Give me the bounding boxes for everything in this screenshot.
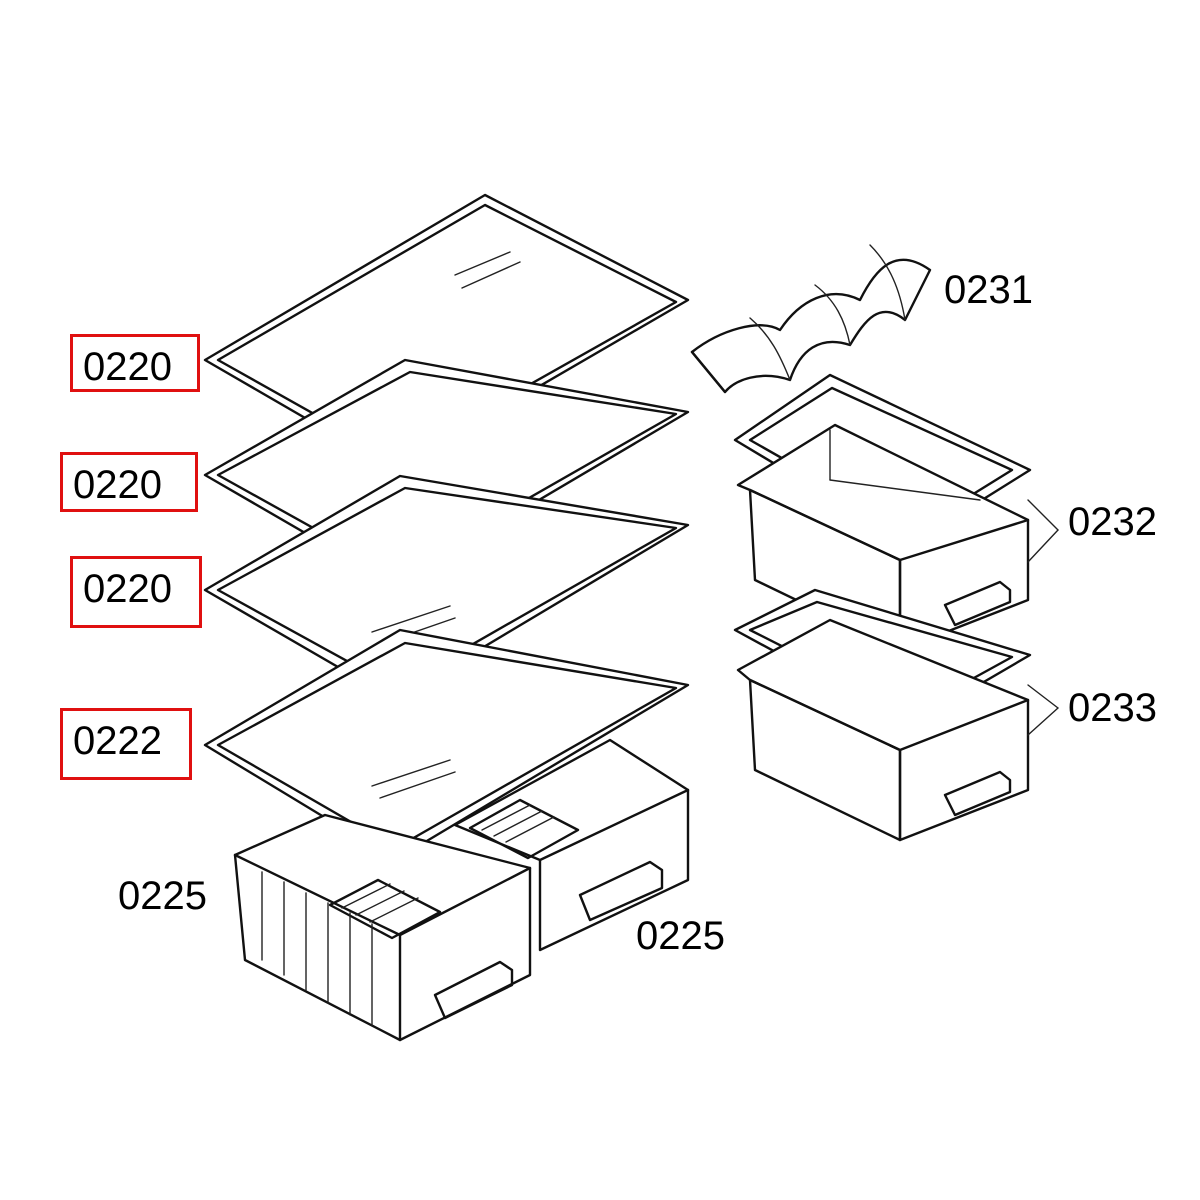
- glass-shelf-0220-third: [203, 474, 690, 702]
- part-number-text: 0220: [83, 345, 172, 389]
- part-label-0220-shelf-3: 0220: [70, 556, 202, 628]
- part-number-text: 0222: [73, 719, 162, 763]
- part-label-0220-shelf-1: 0220: [70, 334, 200, 392]
- drawer-assembly-0232: [733, 373, 1059, 652]
- crisper-drawer-0225-left: [233, 813, 532, 1042]
- bottle-holder-0231: [690, 244, 932, 394]
- part-label-0225-right-drawer: 0225: [636, 914, 725, 958]
- part-number-text: 0220: [73, 463, 162, 507]
- glass-shelf-0222: [203, 628, 690, 862]
- part-number-text: 0220: [83, 567, 172, 611]
- part-label-0220-shelf-2: 0220: [60, 452, 198, 512]
- part-label-0222-shelf-4: 0222: [60, 708, 192, 780]
- part-label-0231-bottle-holder: 0231: [944, 268, 1033, 312]
- crisper-drawer-0225-right: [453, 738, 690, 952]
- part-label-0225-left-drawer: 0225: [118, 874, 207, 918]
- drawer-assembly-0233: [733, 588, 1059, 842]
- part-label-0232-upper-drawer: 0232: [1068, 500, 1157, 544]
- part-label-0233-lower-drawer: 0233: [1068, 686, 1157, 730]
